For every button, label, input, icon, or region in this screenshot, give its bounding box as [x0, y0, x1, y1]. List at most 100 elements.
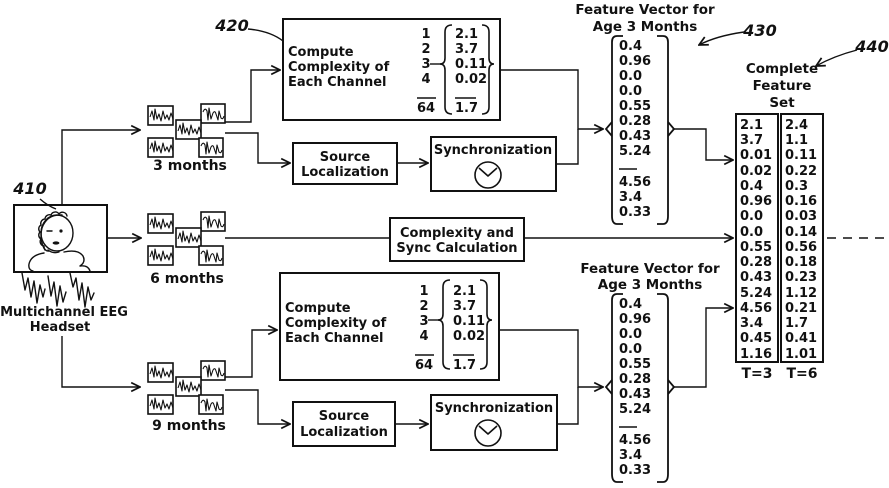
compute1-line3: Each Channel: [288, 75, 387, 90]
set-title-line1: Complete: [746, 61, 818, 77]
t3-r0: 2.1: [740, 118, 763, 133]
t3-r6: 0.0: [740, 209, 763, 224]
t6-r7: 0.14: [785, 225, 817, 240]
t3-r14: 0.45: [740, 331, 772, 346]
eeg-cluster-3months: [148, 104, 225, 157]
ref-420: 420: [214, 16, 248, 35]
vector1-bracket-right: [657, 35, 669, 225]
compute1-ch2: 2: [421, 42, 430, 57]
fv1-v6: 0.43: [619, 129, 651, 144]
set-title-line3: Set: [769, 95, 795, 111]
compute1-v2: 3.7: [455, 42, 478, 57]
compute1-v64: 1.7: [455, 101, 478, 116]
eeg-cluster-6months: [148, 212, 225, 265]
line-sync1-merge: [556, 129, 579, 165]
line-vector1-to-set: [674, 128, 733, 160]
compute1-line1: Compute: [288, 45, 354, 60]
t3-label: T=3: [741, 366, 772, 382]
fv1-t1: 3.4: [619, 190, 642, 205]
fv1-v2: 0.0: [619, 69, 642, 84]
t3-r15: 1.16: [740, 347, 772, 362]
sourceloc2-line1: Source: [319, 409, 370, 424]
t6-r8: 0.56: [785, 240, 817, 255]
compute1-ch64: 64: [417, 101, 435, 116]
t3-r9: 0.28: [740, 255, 772, 270]
t3-r13: 3.4: [740, 316, 763, 331]
eeg-cluster-9months: [148, 361, 225, 414]
compute2-ch64: 64: [415, 358, 433, 373]
compute2-brace-left: [437, 279, 451, 370]
ref-440: 440: [854, 37, 888, 56]
t6-r9: 0.18: [785, 255, 817, 270]
compute2-line1: Compute: [285, 301, 351, 316]
fv1-title-line2: Age 3 Months: [593, 19, 697, 35]
t6-r6: 0.03: [785, 209, 817, 224]
t3-r2: 0.01: [740, 148, 772, 163]
headset-caption-line2: Headset: [30, 320, 91, 335]
leader-430-arrow: [699, 31, 745, 45]
compute2-line3: Each Channel: [285, 331, 384, 346]
feature-set-column-t6: [780, 113, 824, 363]
fv1-t2: 0.33: [619, 205, 651, 220]
compute2-brace-right: [479, 279, 493, 370]
compute2-v3: 0.11: [453, 314, 485, 329]
compute1-brace-left: [439, 24, 453, 115]
branch-to-3months: [61, 130, 140, 205]
t6-label: T=6: [786, 366, 817, 382]
compute2-ch2: 2: [419, 299, 428, 314]
compute1-ch4: 4: [421, 72, 430, 87]
compute2-ch1: 1: [419, 284, 428, 299]
fv1-title-line1: Feature Vector for: [575, 2, 715, 18]
fv1-v3: 0.0: [619, 84, 642, 99]
compute1-line2: Complexity of: [288, 60, 390, 75]
ref-430: 430: [742, 21, 776, 40]
fv2-title-line2: Age 3 Months: [598, 277, 702, 293]
label-9months: 9 months: [152, 418, 226, 434]
fv1-v0: 0.4: [619, 39, 642, 54]
fv2-v0: 0.4: [619, 297, 642, 312]
t6-r1: 1.1: [785, 133, 808, 148]
t6-r3: 0.22: [785, 164, 817, 179]
compute2-v4: 0.02: [453, 329, 485, 344]
line-vector2-to-set: [674, 308, 733, 388]
fv2-v1: 0.96: [619, 312, 651, 327]
t3-r5: 0.96: [740, 194, 772, 209]
t6-r4: 0.3: [785, 179, 808, 194]
line-compute1-to-vector1: [500, 69, 603, 129]
set-title-line2: Feature: [753, 78, 812, 94]
compute2-ch4: 4: [419, 329, 428, 344]
vector1-notch-left: [604, 121, 613, 137]
branch-to-9months: [61, 336, 140, 387]
vector2-bracket-right: [657, 293, 669, 483]
fv2-v5: 0.28: [619, 372, 651, 387]
fv2-v2: 0.0: [619, 327, 642, 342]
t6-r14: 0.41: [785, 331, 817, 346]
eeg-wave-art: [21, 272, 95, 308]
t3-r11: 5.24: [740, 286, 772, 301]
fv2-v7: 5.24: [619, 402, 651, 417]
compute1-ch1: 1: [421, 27, 430, 42]
t3-r4: 0.4: [740, 179, 763, 194]
feature-set-column-t3: [735, 113, 779, 363]
compute1-brace-right: [481, 24, 495, 115]
fv1-v1: 0.96: [619, 54, 651, 69]
leader-420: [247, 28, 284, 42]
line-9mo-to-compute: [225, 330, 277, 378]
sync2-label: Synchronization: [435, 401, 553, 416]
compute1-v3: 0.11: [455, 57, 487, 72]
fv2-t0: 4.56: [619, 433, 651, 448]
compute2-line2: Complexity of: [285, 316, 387, 331]
t6-r10: 0.23: [785, 270, 817, 285]
complexity-sync-box: [389, 217, 525, 262]
sourceloc1-line1: Source: [320, 150, 371, 165]
sourceloc2-line2: Localization: [300, 425, 388, 440]
headset-caption-line1: Multichannel EEG: [0, 305, 128, 320]
fv2-v3: 0.0: [619, 342, 642, 357]
compute1-v1: 2.1: [455, 27, 478, 42]
t3-r3: 0.02: [740, 164, 772, 179]
line-compute2-to-vector2: [499, 329, 603, 387]
t3-r10: 0.43: [740, 270, 772, 285]
t3-r12: 4.56: [740, 301, 772, 316]
t3-r8: 0.55: [740, 240, 772, 255]
